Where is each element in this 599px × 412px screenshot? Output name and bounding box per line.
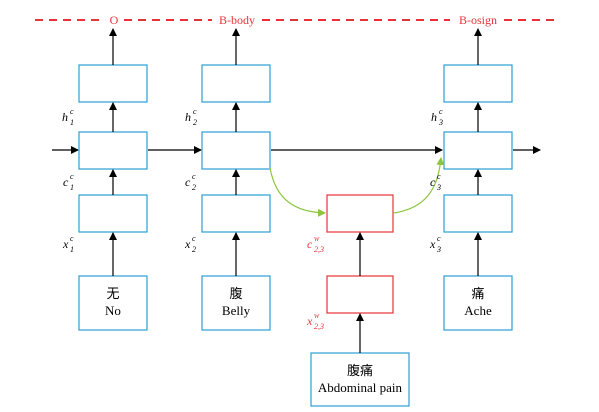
input-char-3-cjk: 痛 bbox=[471, 286, 484, 302]
input-label-2-sup: c bbox=[192, 234, 196, 243]
hidden-label-3: h bbox=[431, 110, 437, 124]
input-embed-box-2 bbox=[201, 194, 271, 233]
cell-label-1: c bbox=[63, 175, 69, 189]
input-label-1: x bbox=[62, 237, 69, 251]
input-char-box-2 bbox=[201, 275, 271, 331]
output-box-2 bbox=[201, 64, 271, 103]
hidden-label-1: h bbox=[62, 110, 68, 124]
word-cell-label: c bbox=[307, 237, 313, 251]
cell-label-2: c bbox=[185, 175, 191, 189]
input-embed-box-1 bbox=[78, 194, 148, 233]
word-input-box bbox=[310, 352, 410, 407]
input-label-1-sub: 1 bbox=[70, 245, 74, 254]
hidden-label-1-sup: c bbox=[70, 107, 74, 116]
hidden-label-2-sup: c bbox=[193, 107, 197, 116]
input-char-box-1 bbox=[78, 275, 148, 331]
column-3 bbox=[443, 28, 513, 331]
tag-1: O bbox=[110, 13, 119, 27]
word-input-label-sup: w bbox=[314, 311, 320, 320]
column-2 bbox=[201, 28, 271, 331]
cell-label-1-sup: c bbox=[70, 172, 74, 181]
tag-3: B-osign bbox=[459, 13, 497, 27]
word-input-label-sub: 2,3 bbox=[314, 322, 324, 331]
input-char-2-en: Belly bbox=[222, 303, 251, 318]
cell-label-2-sub: 2 bbox=[192, 183, 196, 192]
hidden-label-2-sub: 2 bbox=[193, 118, 197, 127]
input-char-box-3 bbox=[443, 275, 513, 331]
input-char-1-cjk: 无 bbox=[106, 287, 119, 302]
word-embed-box bbox=[326, 275, 394, 314]
word-input-label: x bbox=[306, 314, 313, 328]
input-label-3-sup: c bbox=[437, 234, 441, 243]
input-label-3-sub: 3 bbox=[436, 245, 441, 254]
tag-2: B-body bbox=[219, 13, 255, 27]
word-lattice bbox=[269, 157, 445, 407]
cell-label-2-sup: c bbox=[192, 172, 196, 181]
hidden-label-2: h bbox=[185, 110, 191, 124]
input-char-2-cjk: 腹 bbox=[229, 286, 242, 302]
input-label-2-sub: 2 bbox=[192, 245, 196, 254]
cell-label-3-sup: c bbox=[437, 172, 441, 181]
word-cell-label-sub: 2,3 bbox=[314, 245, 324, 254]
word-path-out bbox=[393, 157, 445, 214]
input-label-3: x bbox=[429, 237, 436, 251]
input-label-1-sup: c bbox=[70, 234, 74, 243]
hidden-label-3-sup: c bbox=[439, 107, 443, 116]
word-cell-label-sup: w bbox=[314, 234, 320, 243]
output-box-3 bbox=[443, 64, 513, 103]
column-1 bbox=[78, 28, 148, 331]
lstm-cell-box-1 bbox=[78, 131, 148, 170]
cell-label-3-sub: 3 bbox=[436, 183, 441, 192]
hidden-label-1-sub: 1 bbox=[70, 118, 74, 127]
input-char-1-en: No bbox=[105, 303, 121, 318]
lstm-cell-box-3 bbox=[443, 131, 513, 170]
output-box-1 bbox=[78, 64, 148, 103]
hidden-label-3-sub: 3 bbox=[438, 118, 443, 127]
word-path-in bbox=[269, 167, 326, 217]
input-embed-box-3 bbox=[443, 194, 513, 233]
lstm-cell-box-2 bbox=[201, 131, 271, 170]
word-input-cjk: 腹痛 bbox=[347, 363, 373, 379]
input-label-2: x bbox=[184, 237, 191, 251]
input-char-3-en: Ache bbox=[464, 303, 492, 318]
word-input-en: Abdominal pain bbox=[318, 380, 403, 395]
cell-label-3: c bbox=[430, 175, 436, 189]
cell-label-1-sub: 1 bbox=[70, 183, 74, 192]
word-cell-box bbox=[326, 194, 394, 233]
